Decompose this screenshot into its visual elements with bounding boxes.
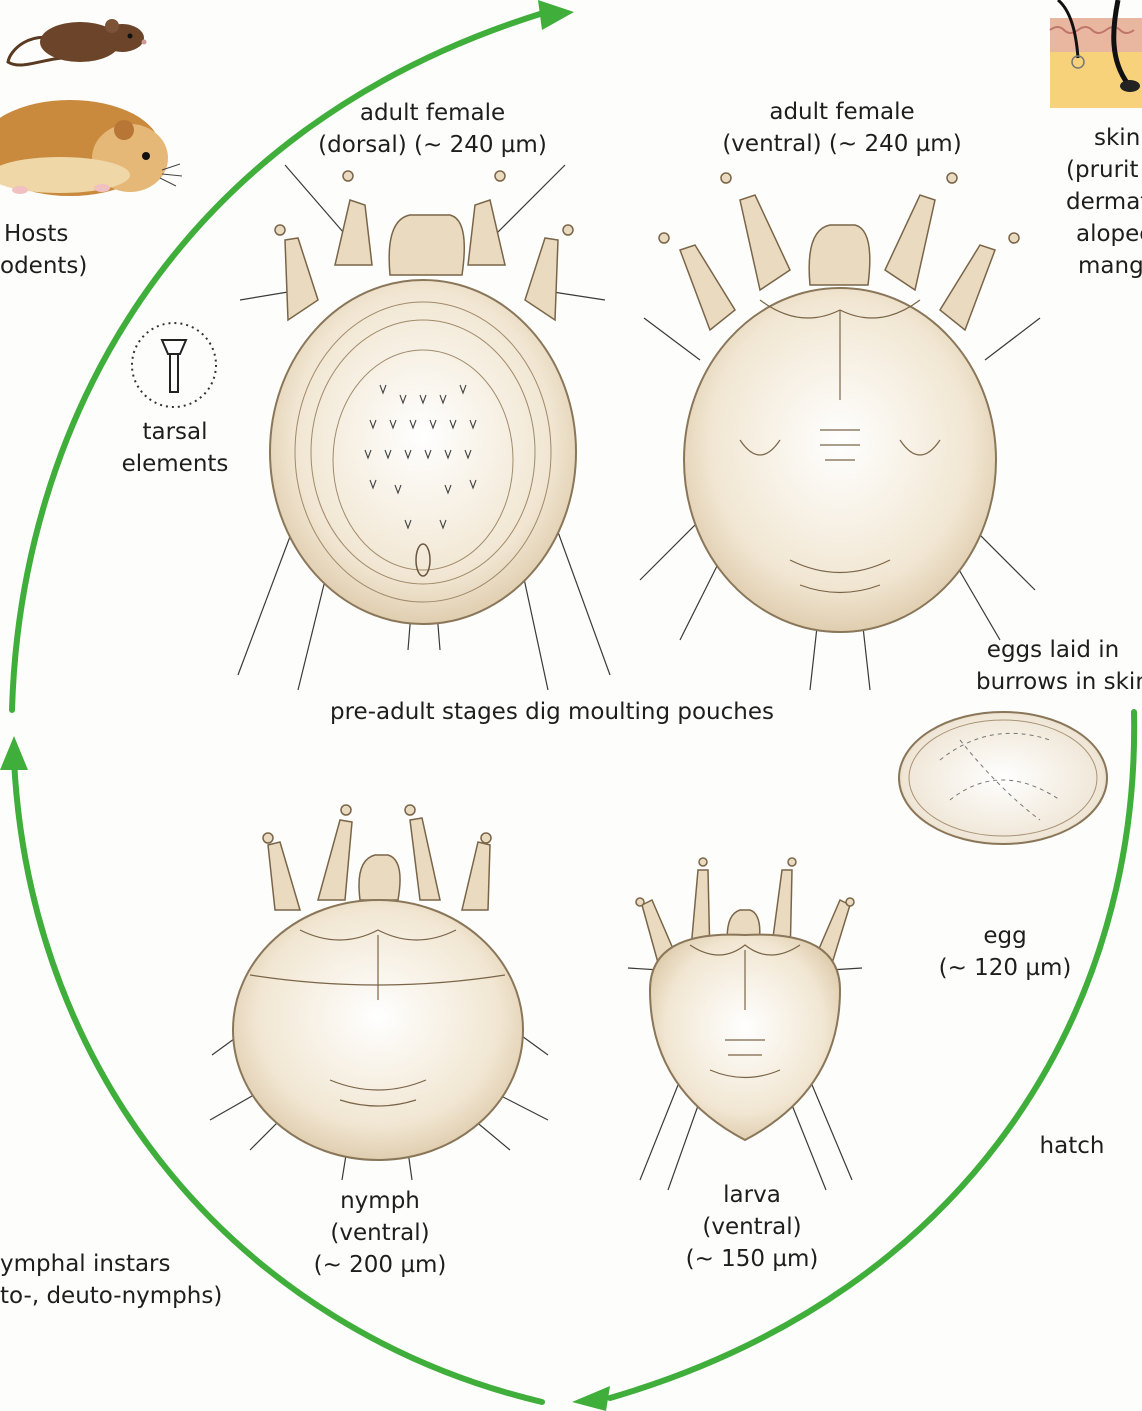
arrowhead-left [0, 736, 28, 770]
skin-label: skin (prurit dermat alopec mang [1066, 122, 1142, 282]
pre-adult-caption: pre-adult stages dig moulting pouches [320, 696, 784, 728]
tarsal-element-icon [132, 323, 216, 407]
larva-ventral-illustration [628, 858, 862, 1190]
arrowhead-bottom [572, 1386, 610, 1411]
hamster-icon [0, 100, 182, 196]
nymph-label: nymph(ventral)(~ 200 µm) [300, 1185, 460, 1281]
adult-female-ventral-label: adult female(ventral) (~ 240 µm) [712, 96, 972, 160]
hatch-label: hatch [1030, 1130, 1114, 1162]
egg-icon [899, 712, 1107, 844]
egg-label: egg(~ 120 µm) [930, 920, 1080, 984]
mouse-icon [8, 19, 147, 65]
arrowhead-top [538, 0, 574, 30]
larva-label: larva(ventral)(~ 150 µm) [672, 1179, 832, 1275]
nymph-ventral-illustration [210, 805, 548, 1180]
adult-female-dorsal-illustration [238, 165, 610, 690]
skin-section-icon [1050, 0, 1142, 108]
eggs-laid-label: eggs laid in burrows in skin [972, 634, 1142, 698]
adult-female-dorsal-label: adult female(dorsal) (~ 240 µm) [305, 97, 560, 161]
adult-female-ventral-illustration [640, 173, 1040, 690]
